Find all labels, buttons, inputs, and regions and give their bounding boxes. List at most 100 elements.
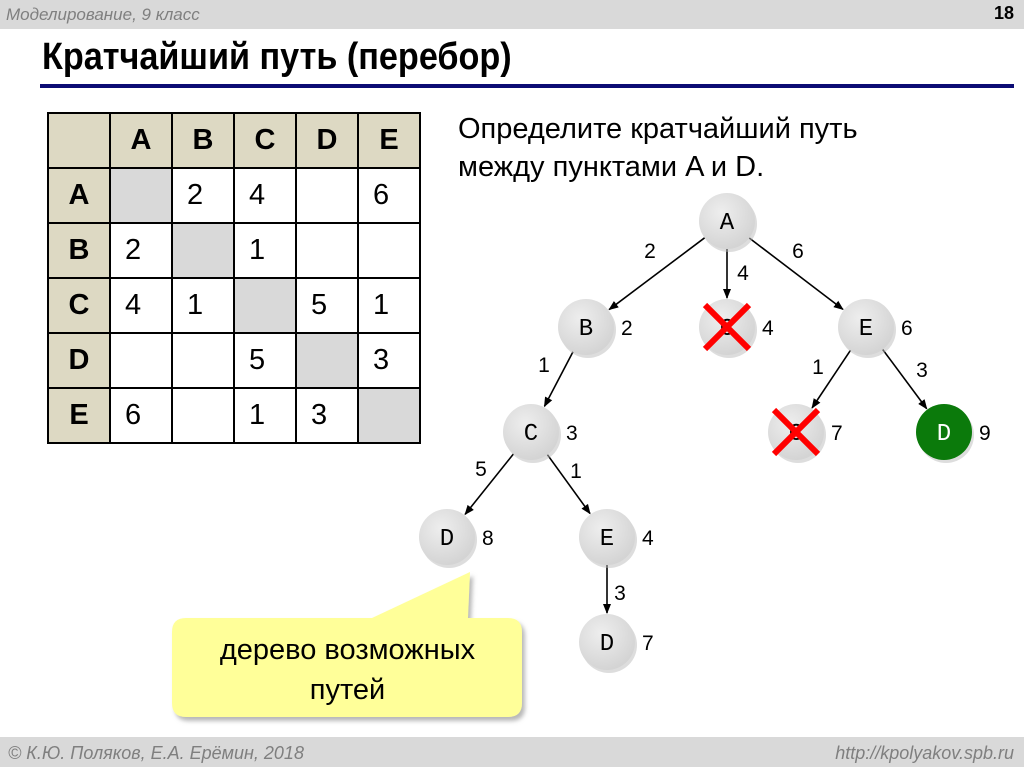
node-label: A	[720, 210, 735, 237]
matrix-cell: 3	[295, 387, 359, 444]
tree-node: A	[699, 193, 757, 252]
question-text: Определите кратчайший путь между пунктам…	[458, 110, 858, 186]
column-header: B	[171, 112, 235, 169]
matrix-cell	[357, 222, 421, 279]
tree-edge	[543, 351, 574, 408]
column-header: A	[109, 112, 173, 169]
column-header: C	[233, 112, 297, 169]
node-circle	[579, 509, 635, 565]
matrix-cell: 1	[233, 387, 297, 444]
matrix-cell: 1	[171, 277, 235, 334]
matrix-cell	[295, 167, 359, 224]
tree-node: C4	[699, 299, 774, 358]
node-circle	[558, 299, 614, 355]
edge-weight: 5	[475, 458, 487, 481]
tree-edge	[811, 349, 852, 409]
matrix-cell: 5	[295, 277, 359, 334]
node-label: D	[600, 631, 614, 658]
matrix-cell	[171, 332, 235, 389]
matrix-cell	[109, 332, 173, 389]
matrix-cell: 1	[357, 277, 421, 334]
node-label: B	[579, 316, 593, 343]
node-cost: 8	[482, 527, 494, 550]
node-label: E	[600, 526, 614, 553]
page-number: 18	[993, 3, 1014, 23]
matrix-cell	[295, 222, 359, 279]
edge-weight: 3	[916, 359, 928, 382]
node-circle	[838, 299, 894, 355]
matrix-cell: 2	[109, 222, 173, 279]
matrix-cell	[233, 277, 297, 334]
node-circle	[916, 404, 972, 460]
question-line: между пунктами A и D.	[458, 151, 765, 183]
matrix-cell: 6	[357, 167, 421, 224]
node-circle	[419, 509, 475, 565]
callout-line: дерево возможных	[219, 634, 476, 666]
site-url[interactable]: http://kpolyakov.spb.ru	[835, 743, 1014, 763]
edge-weight: 1	[812, 356, 824, 379]
node-label: D	[440, 526, 454, 553]
tree-edge	[608, 237, 706, 311]
matrix-cell: 2	[171, 167, 235, 224]
slide-title: Кратчайший путь (перебор)	[42, 36, 512, 78]
row-header: A	[47, 167, 111, 224]
matrix-cell	[171, 387, 235, 444]
row-header: C	[47, 277, 111, 334]
tree-edge	[546, 454, 591, 515]
matrix-cell: 4	[233, 167, 297, 224]
callout-line: путей	[309, 674, 386, 706]
matrix-cell	[109, 167, 173, 224]
tree-edge	[882, 348, 928, 410]
edge-weight: 3	[614, 582, 626, 605]
question-line: Определите кратчайший путь	[458, 113, 858, 145]
node-cost: 7	[831, 422, 843, 445]
footer-bar: © К.Ю. Поляков, Е.А. Ерёмин, 2018 http:/…	[0, 737, 1024, 767]
node-cost: 9	[979, 422, 991, 445]
node-cost: 3	[566, 422, 578, 445]
cross-icon	[771, 407, 821, 457]
tree-edge	[748, 237, 844, 311]
node-circle	[699, 193, 755, 249]
matrix-cell	[357, 387, 421, 444]
callout-text: дерево возможных путей	[175, 630, 520, 710]
matrix-cell: 5	[233, 332, 297, 389]
node-cost: 7	[642, 632, 654, 655]
node-circle	[503, 404, 559, 460]
node-cost: 4	[642, 527, 654, 550]
callout-shape	[172, 572, 522, 717]
edge-weight: 4	[737, 262, 749, 285]
node-label: D	[937, 421, 951, 448]
node-cost: 4	[762, 317, 774, 340]
edge-weight: 6	[792, 240, 804, 263]
node-label: E	[859, 316, 873, 343]
matrix-cell: 4	[109, 277, 173, 334]
matrix-cell: 3	[357, 332, 421, 389]
column-header: D	[295, 112, 359, 169]
copyright: © К.Ю. Поляков, Е.А. Ерёмин, 2018	[8, 743, 304, 763]
matrix-cell: 6	[109, 387, 173, 444]
header-bar: Моделирование, 9 класс 18	[0, 0, 1024, 29]
matrix-cell: 1	[233, 222, 297, 279]
node-label: C	[524, 421, 538, 448]
edge-weight: 1	[570, 460, 582, 483]
edge-weight: 1	[538, 354, 550, 377]
row-header: B	[47, 222, 111, 279]
course-name: Моделирование, 9 класс	[6, 5, 200, 24]
node-cost: 6	[901, 317, 913, 340]
node-circle	[579, 614, 635, 670]
